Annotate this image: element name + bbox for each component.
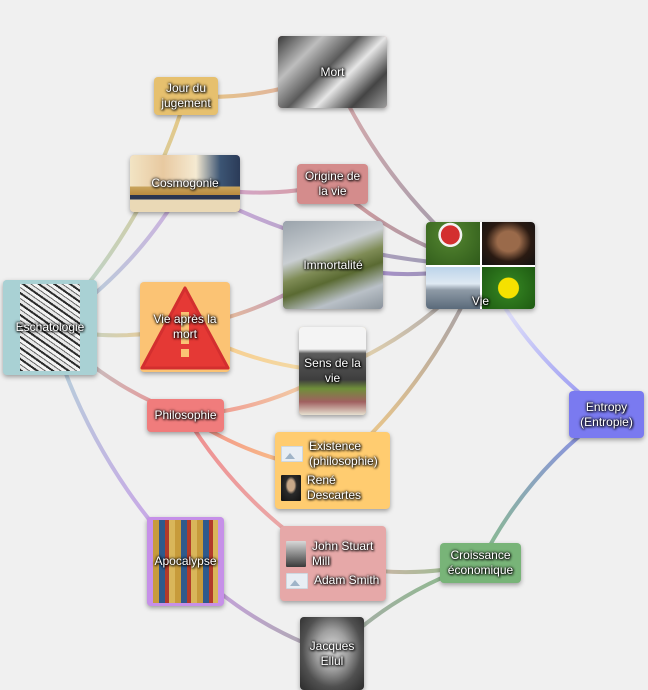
node-cosmogonie[interactable]: Cosmogonie [130, 155, 240, 212]
node-label: Philosophie [154, 408, 217, 422]
node-vie[interactable]: Vie [426, 222, 535, 309]
item-label: René Descartes [307, 472, 362, 502]
portrait-photo [281, 474, 301, 501]
mort-photo [278, 36, 387, 108]
node-philosophie[interactable]: Philosophie [147, 399, 224, 432]
statue-photo [299, 327, 366, 415]
node-vie-apres-la-mort[interactable]: Vie après la mort [140, 282, 230, 372]
animal-photo [481, 222, 535, 265]
node-label: Sens de la vie [304, 356, 361, 385]
list-item-mill[interactable]: John Stuart Mill [286, 539, 380, 569]
portrait-photo [300, 617, 364, 690]
node-jacques-ellul[interactable]: Jacques Ellul [300, 617, 364, 690]
node-label: Vie [471, 294, 490, 308]
harbor-photo [426, 266, 480, 309]
item-label: John Stuart Mill [312, 538, 374, 568]
node-label: Croissance économique [447, 548, 514, 577]
flower-photo [481, 266, 535, 309]
node-group-economists[interactable]: John Stuart Mill Adam Smith [280, 526, 386, 601]
photo-collage [426, 222, 535, 309]
sculpture-photo [283, 221, 383, 309]
node-label: Immortalité [303, 257, 363, 272]
node-mort[interactable]: Mort [278, 36, 387, 108]
node-jour-du-jugement[interactable]: Jour du jugement [154, 77, 218, 115]
portrait-photo [286, 540, 306, 567]
node-label: Cosmogonie [151, 176, 219, 190]
item-label: Adam Smith [314, 573, 380, 587]
image-placeholder-icon [286, 572, 308, 589]
node-group-existence-descartes[interactable]: Existence (philosophie) René Descartes [275, 432, 390, 509]
node-label: Entropy (Entropie) [580, 399, 633, 429]
node-origine-de-la-vie[interactable]: Origine de la vie [297, 164, 368, 204]
egyptian-painting-image [130, 155, 240, 212]
node-apocalypse[interactable]: Apocalypse [147, 517, 224, 606]
node-label: Origine de la vie [304, 169, 361, 198]
node-label: Mort [320, 64, 345, 79]
node-label: Jacques Ellul [309, 638, 355, 668]
node-sens-de-la-vie[interactable]: Sens de la vie [299, 327, 366, 415]
node-label: Vie après la mort [153, 312, 217, 341]
list-item-existence[interactable]: Existence (philosophie) [281, 439, 384, 469]
node-immortalite[interactable]: Immortalité [283, 221, 383, 309]
engraving-image [20, 284, 80, 371]
warning-icon [140, 286, 230, 370]
item-label: Existence (philosophie) [309, 438, 378, 468]
node-eschatologie[interactable]: Eschatologie [3, 280, 97, 375]
list-item-descartes[interactable]: René Descartes [281, 473, 384, 503]
node-label: Eschatologie [15, 320, 85, 334]
node-label: Jour du jugement [161, 81, 211, 110]
manuscript-illustration [153, 520, 218, 603]
node-entropy[interactable]: Entropy (Entropie) [569, 391, 644, 438]
list-item-smith[interactable]: Adam Smith [286, 572, 380, 589]
node-croissance-economique[interactable]: Croissance économique [440, 543, 521, 583]
mushroom-photo [426, 222, 480, 265]
image-placeholder-icon [281, 445, 303, 462]
node-label: Apocalypse [154, 554, 217, 568]
